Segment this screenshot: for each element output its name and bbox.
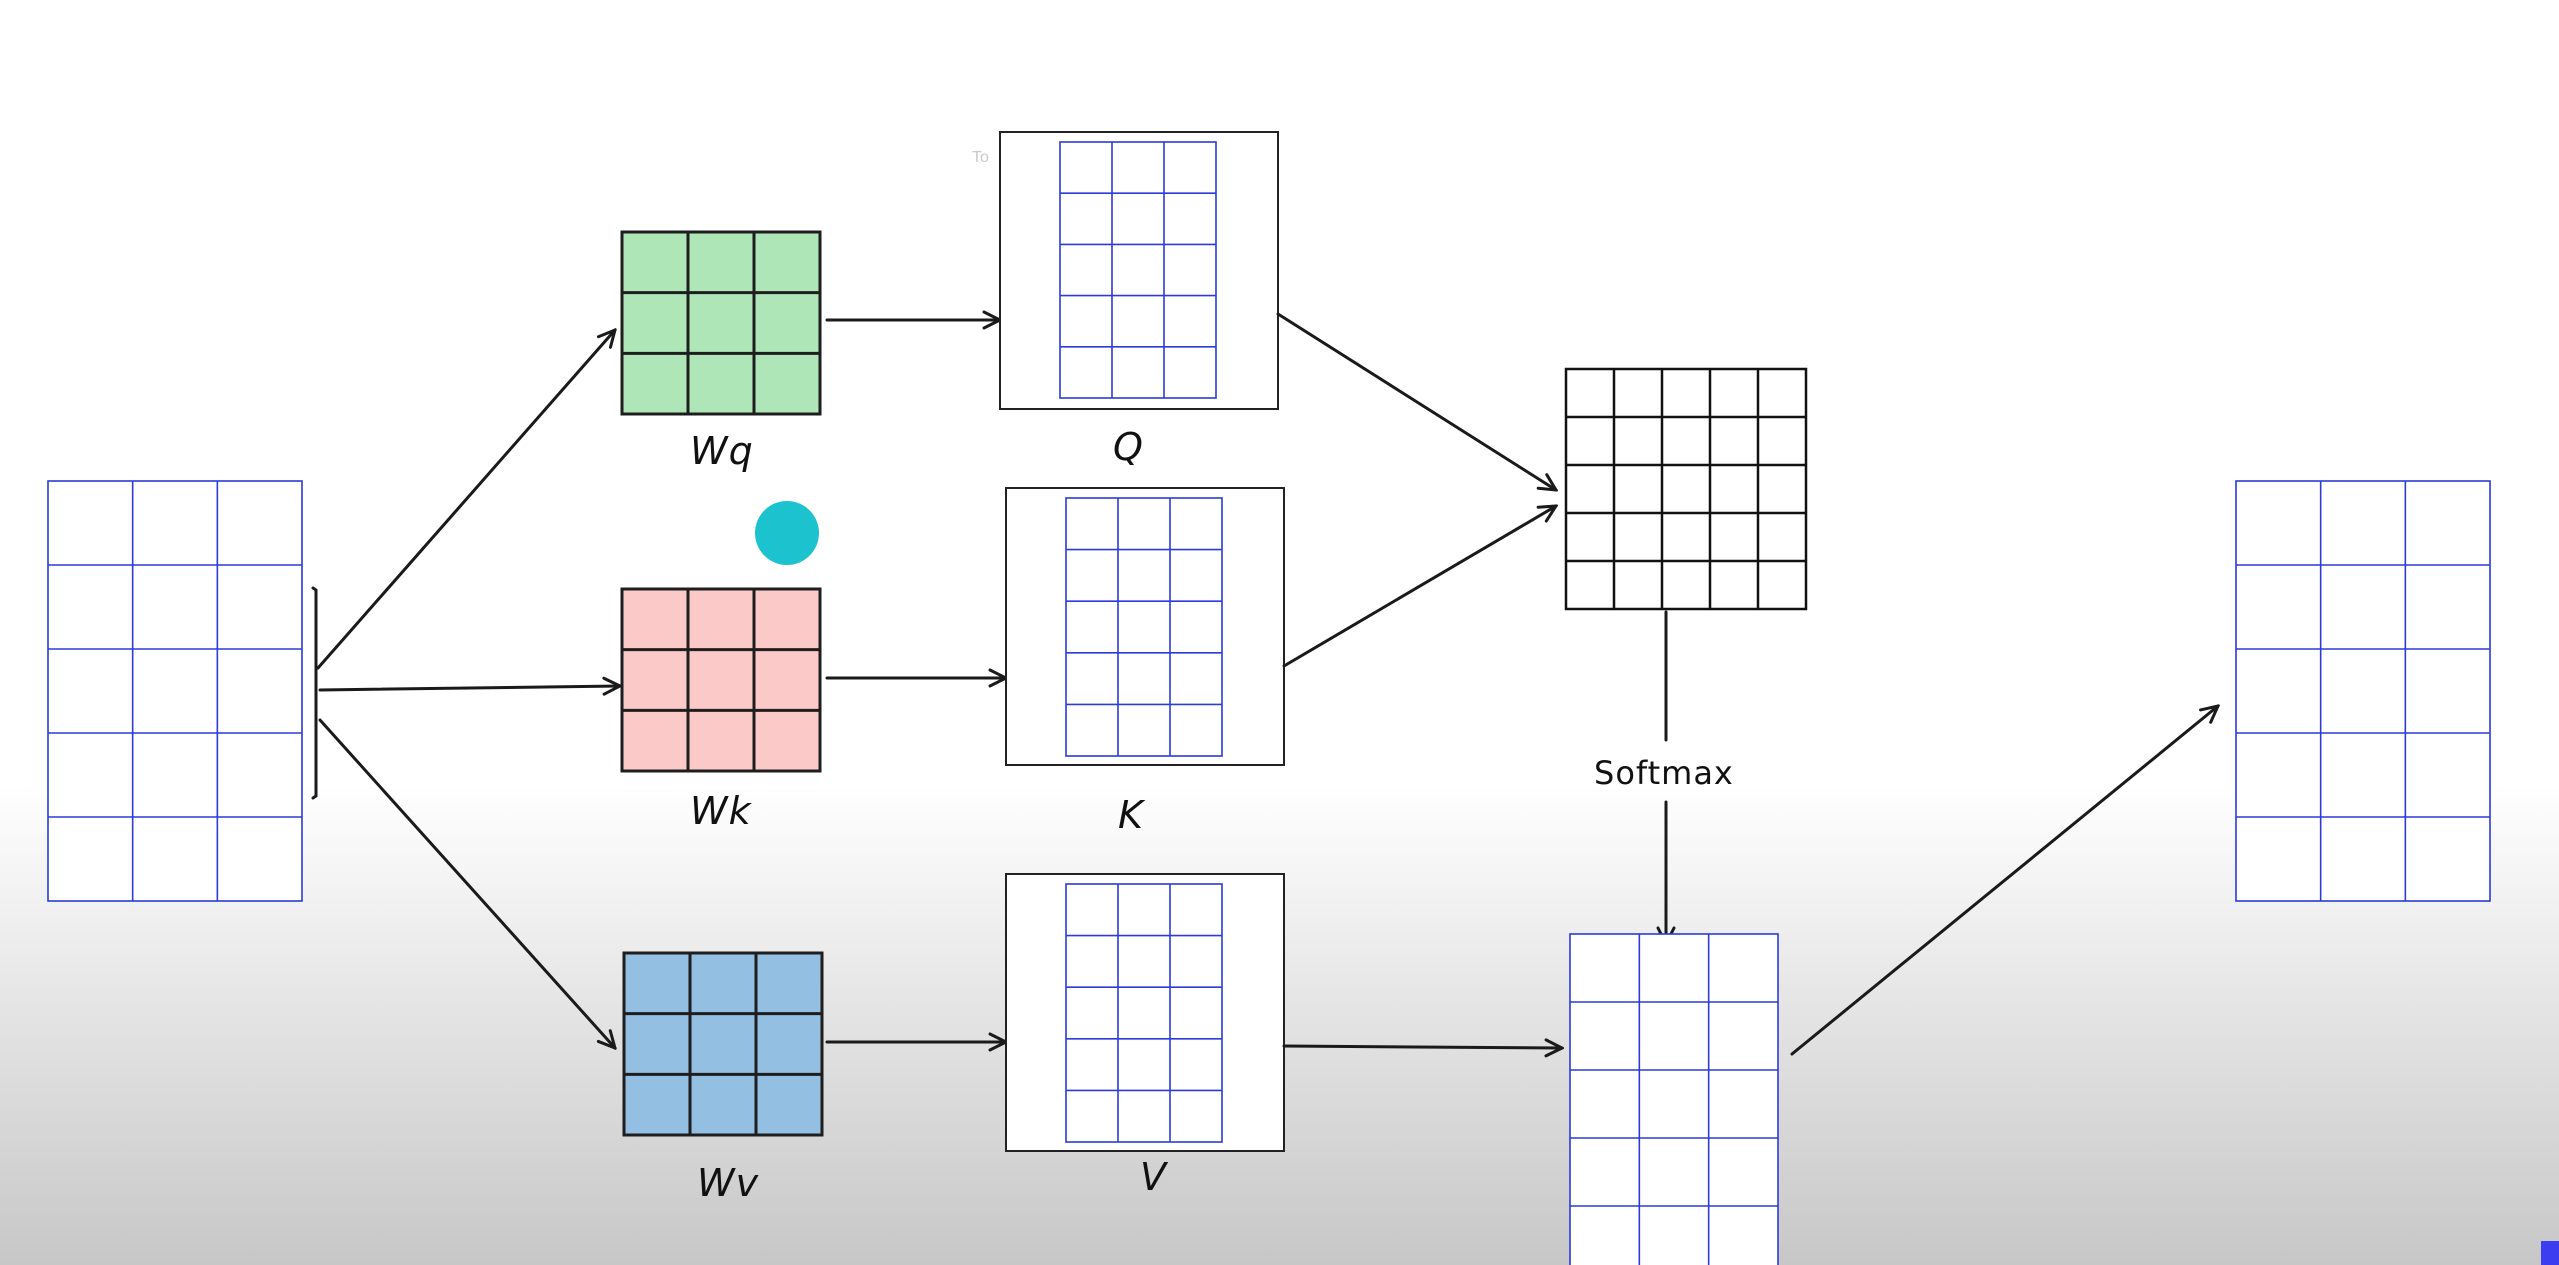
corner-mark [2541,1241,2559,1265]
wq-matrix [620,230,822,416]
matrix-frame [999,131,1279,410]
matrix-border [1564,367,1808,611]
score-matrix [1564,367,1808,611]
arrow-input-to-wk [318,686,620,690]
arrow-q-to-scores [1276,312,1556,490]
input-matrix [47,480,303,902]
arrow-to-output [1790,706,2218,1056]
matrix-border [2235,480,2491,902]
wq-label: Wq [690,429,754,473]
wk-label: Wk [690,789,753,833]
output-matrix [2235,480,2491,902]
matrix-frame [1005,873,1285,1152]
cursor-dot [755,501,819,565]
matrix-border [1065,883,1223,1143]
matrix-border [47,480,303,902]
matrix-border [620,587,822,773]
arrow-k-to-scores [1282,506,1556,668]
matrix-border [1569,933,1779,1265]
wv-label: Wv [697,1161,759,1205]
input-bracket [311,586,318,800]
matrix-border [1065,497,1223,757]
arrow-input-to-wv [318,718,615,1048]
matrix-frame [1005,487,1285,766]
k-label: K [1118,793,1146,837]
v-label: V [1140,1155,1169,1199]
softmax-label: Softmax [1594,754,1734,792]
matrix-border [1059,141,1217,399]
arrow-input-to-wq [316,330,615,670]
matrix-border [620,230,822,416]
matrix-border [622,951,824,1137]
v-matrix [1005,873,1285,1152]
wv-matrix [622,951,824,1137]
weighted-matrix [1569,933,1779,1265]
arrow-v-to-weighted [1282,1046,1562,1048]
hint-text: To [972,149,989,166]
q-matrix [999,131,1279,410]
wk-matrix [620,587,822,773]
k-matrix [1005,487,1285,766]
q-label: Q [1113,425,1144,469]
